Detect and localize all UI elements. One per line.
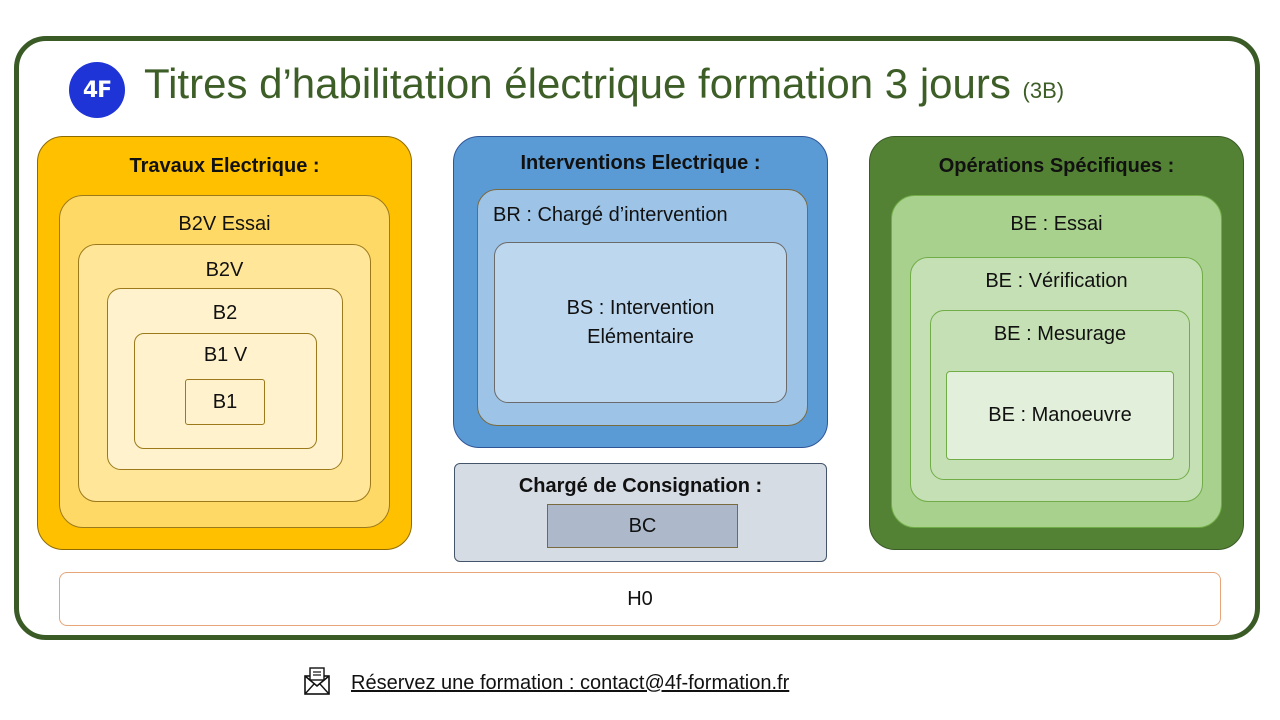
- travaux-heading: Travaux Electrique :: [129, 155, 320, 177]
- level-label: BE : Manoeuvre: [988, 404, 1132, 426]
- title-main: Titres d’habilitation électrique formati…: [144, 60, 1011, 107]
- operations-heading: Opérations Spécifiques :: [938, 155, 1175, 177]
- 4f-logo: 4F: [69, 62, 125, 118]
- level-label: BC: [628, 514, 657, 537]
- level-label: B2: [212, 302, 238, 324]
- main-frame: [14, 36, 1260, 640]
- consignation-heading: Chargé de Consignation :: [518, 475, 763, 497]
- level-label: B1 V: [203, 344, 248, 366]
- level-label: BE : Vérification: [985, 270, 1128, 292]
- level-label: H0: [627, 587, 653, 610]
- level-bc: BC: [547, 504, 738, 548]
- interventions-heading: Interventions Electrique :: [520, 152, 761, 174]
- level-label: B2V: [205, 259, 244, 281]
- title-suffix: (3B): [1022, 78, 1065, 103]
- level-bs: BS : Intervention Elémentaire: [494, 242, 787, 403]
- level-label: BR : Chargé d’intervention: [493, 204, 728, 226]
- level-label: B1: [212, 390, 238, 413]
- contact-link[interactable]: Réservez une formation : contact@4f-form…: [351, 672, 790, 694]
- level-be-manoeuvre: BE : Manoeuvre: [946, 371, 1174, 460]
- page-title: Titres d’habilitation électrique formati…: [144, 60, 1064, 108]
- level-h0: H0: [59, 572, 1221, 626]
- level-label: BE : Mesurage: [993, 323, 1127, 345]
- footer: Réservez une formation : contact@4f-form…: [303, 666, 789, 701]
- logo-text: 4F: [82, 77, 112, 103]
- envelope-icon: [303, 666, 331, 701]
- bs-line1: BS : Intervention: [566, 296, 715, 319]
- level-label: BE : Essai: [1010, 213, 1103, 235]
- bs-line2: Elémentaire: [587, 325, 694, 348]
- level-b1: B1: [185, 379, 265, 425]
- level-label: B2V Essai: [178, 213, 271, 235]
